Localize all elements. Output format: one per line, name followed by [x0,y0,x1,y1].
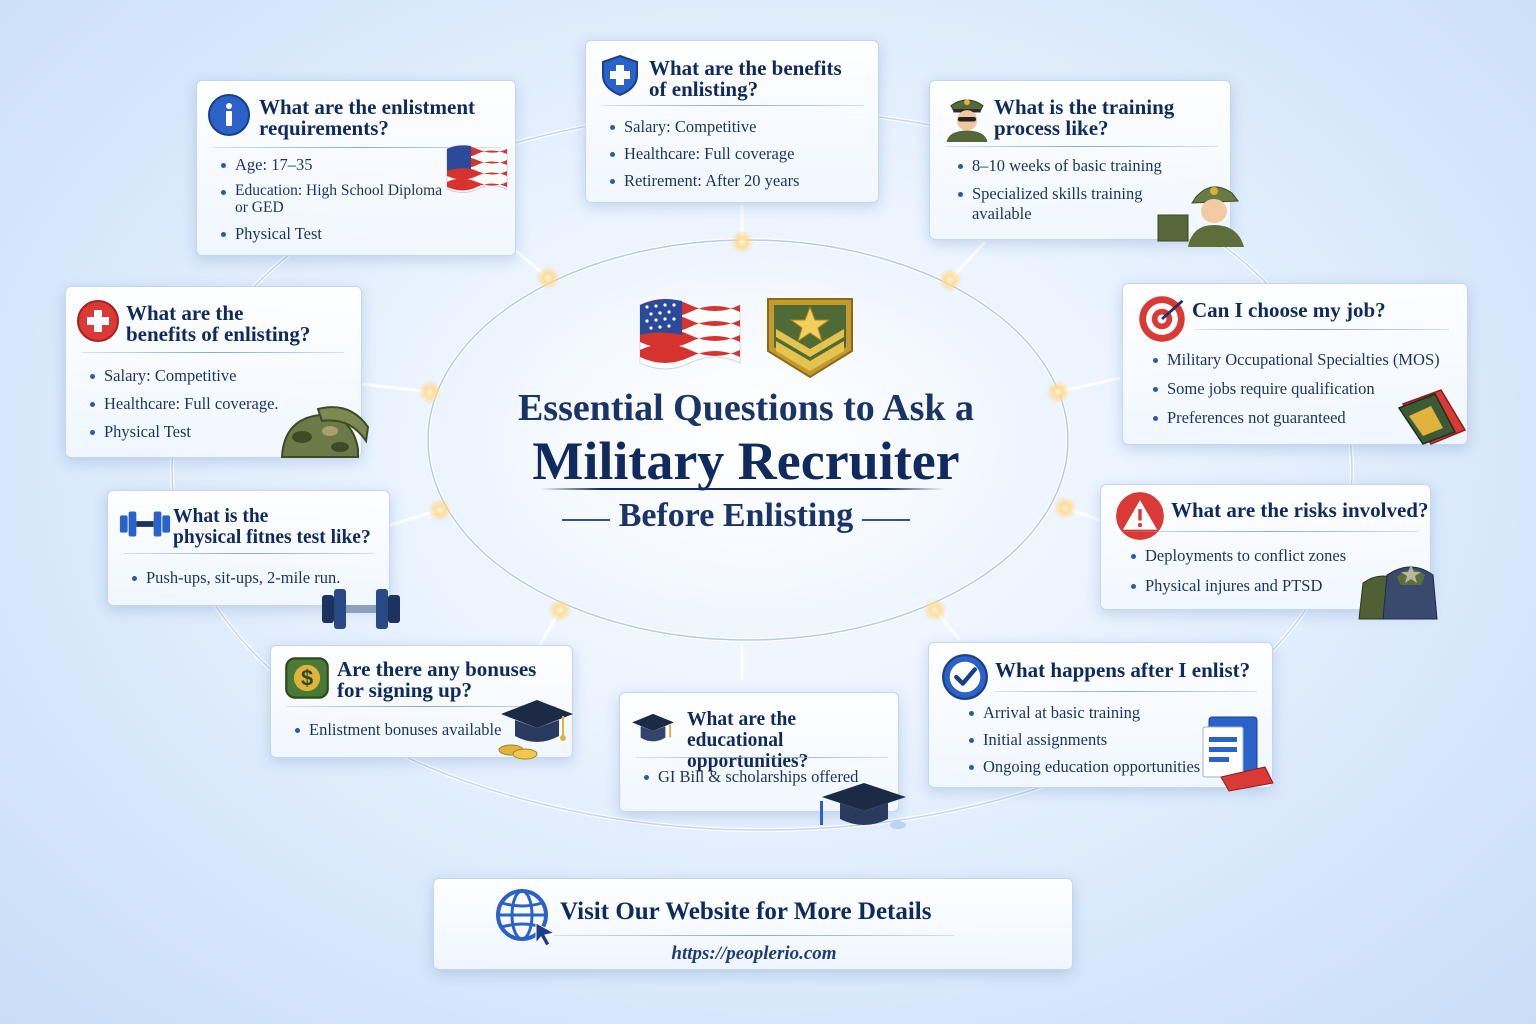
list-item: Ongoing education opportunities [967,757,1237,777]
list-item: 8–10 weeks of basic training [956,156,1196,176]
card-list: 8–10 weeks of basic training Specialized… [956,156,1196,224]
list-item: Enlistment bonuses available [293,720,533,740]
dumbbell-art-icon [322,589,400,629]
list-item: Push-ups, sit-ups, 2-mile run. [130,568,390,588]
card-divider [1123,531,1419,532]
grad-cap-coins-icon [498,700,573,760]
card-list: Enlistment bonuses available [293,720,533,740]
check-icon [942,654,988,700]
svg-text:$: $ [301,666,313,691]
list-item: Physical Test [219,224,459,244]
card-divider [213,147,501,148]
card-title: Can I choose my job? [1192,298,1386,322]
grad-cap-art-icon [820,783,906,829]
card-list: GI Bill & scholarships offered [642,767,882,787]
card-title: What are the benefits of enlisting? [649,56,842,101]
badge-icon [1397,389,1467,445]
hero-flag-icon [639,298,741,370]
card-title: What are the risks involved? [1171,498,1429,522]
target-icon [1139,296,1185,342]
books-icon [1202,716,1274,792]
list-item: Salary: Competitive [88,366,328,386]
card-fitness-test[interactable]: What is the physical fitnes test like? P… [107,490,400,629]
card-title: What are the educational opportunities? [687,709,809,772]
camo-helmet-icon [280,406,370,458]
card-list: Military Occupational Specialties (MOS) … [1151,350,1471,428]
list-item: Specialized skills training available [956,184,1196,224]
card-divider [1195,329,1449,330]
card-divider [946,146,1218,147]
list-item: Deployments to conflict zones [1129,546,1419,566]
card-list: Salary: Competitive Healthcare: Full cov… [608,117,868,191]
hero-subtitle: Before Enlisting [618,497,854,534]
globe-cursor-icon [496,889,556,947]
card-benefits-top[interactable]: What are the benefits of enlisting? Sala… [585,40,879,203]
card-title: What are the benefits of enlisting? [126,301,311,346]
card-divider [636,757,888,758]
card-list: Deployments to conflict zones Physical i… [1129,546,1419,596]
card-title: What are the enlistment requirements? [259,95,475,140]
subtitle-left-dash [562,519,610,521]
officer-icon [946,99,988,142]
warning-icon [1116,492,1164,540]
info-icon [208,94,250,136]
card-training-process[interactable]: What is the training process like? 8–10 … [929,80,1244,247]
cta-panel[interactable]: Visit Our Website for More Details https… [433,878,1073,970]
card-divider [602,105,864,106]
card-list: Arrival at basic training Initial assign… [967,703,1237,777]
hero-title-line1: Essential Questions to Ask a [517,387,975,429]
card-education[interactable]: What are the educational opportunities? … [619,692,906,829]
medical-cross-icon [77,300,119,342]
subtitle-right-dash [862,519,910,521]
card-list: Age: 17–35 Education: High School Diplom… [219,155,459,244]
us-flag-icon [446,145,508,193]
hero-chevron-badge-icon [767,298,853,379]
card-title: What is the physical fitnes test like? [173,506,371,548]
card-title: What is the training process like? [994,95,1175,140]
card-risks[interactable]: What are the risks involved? Deployments… [1100,484,1438,620]
list-item: GI Bill & scholarships offered [642,767,882,787]
card-after-enlist[interactable]: What happens after I enlist? Arrival at … [928,642,1274,792]
card-divider [995,691,1257,692]
list-item: Physical Test [88,422,328,442]
cta-title: Visit Our Website for More Details [560,898,932,925]
list-item: Healthcare: Full coverage. [88,394,328,414]
card-list: Push-ups, sit-ups, 2-mile run. [130,568,390,588]
dumbbell-icon [119,511,171,537]
list-item: Arrival at basic training [967,703,1237,723]
shield-cross-icon [602,54,638,97]
list-item: Military Occupational Specialties (MOS) [1151,350,1471,370]
list-item: Education: High School Diploma or GED [219,182,459,216]
list-item: Initial assignments [967,730,1237,750]
card-benefits-left[interactable]: What are the benefits of enlisting? Sala… [65,286,370,458]
list-item: Preferences not guaranteed [1151,408,1471,428]
card-enlistment-requirements[interactable]: What are the enlistment requirements? Ag… [196,80,516,256]
card-title: Are there any bonuses for signing up? [337,657,537,702]
grad-cap-icon [632,713,674,742]
card-bonuses[interactable]: $ Are there any bonuses for signing up? … [270,645,573,760]
list-item: Salary: Competitive [608,117,868,137]
list-item: Age: 17–35 [219,155,459,175]
website-link[interactable]: https://peoplerio.com [671,943,837,964]
money-icon: $ [285,657,329,699]
card-choose-job[interactable]: Can I choose my job? Military Occupation… [1122,283,1468,445]
cta-divider [554,935,954,936]
list-item: Some jobs require qualification [1151,379,1471,399]
connector-sparks [418,230,1077,622]
card-divider [124,553,374,554]
center-glow [418,220,1078,660]
hero-title-line2: Military Recruiter [532,431,960,491]
list-item: Physical injures and PTSD [1129,576,1419,596]
card-list: Salary: Competitive Healthcare: Full cov… [88,366,328,442]
soldier-icon [1157,186,1244,247]
gear-bag-icon [1358,565,1438,620]
card-divider [82,352,344,353]
list-item: Retirement: After 20 years [608,171,868,191]
card-divider [287,706,557,707]
card-title: What happens after I enlist? [995,658,1251,682]
hero-divider [540,488,944,490]
list-item: Healthcare: Full coverage [608,144,868,164]
